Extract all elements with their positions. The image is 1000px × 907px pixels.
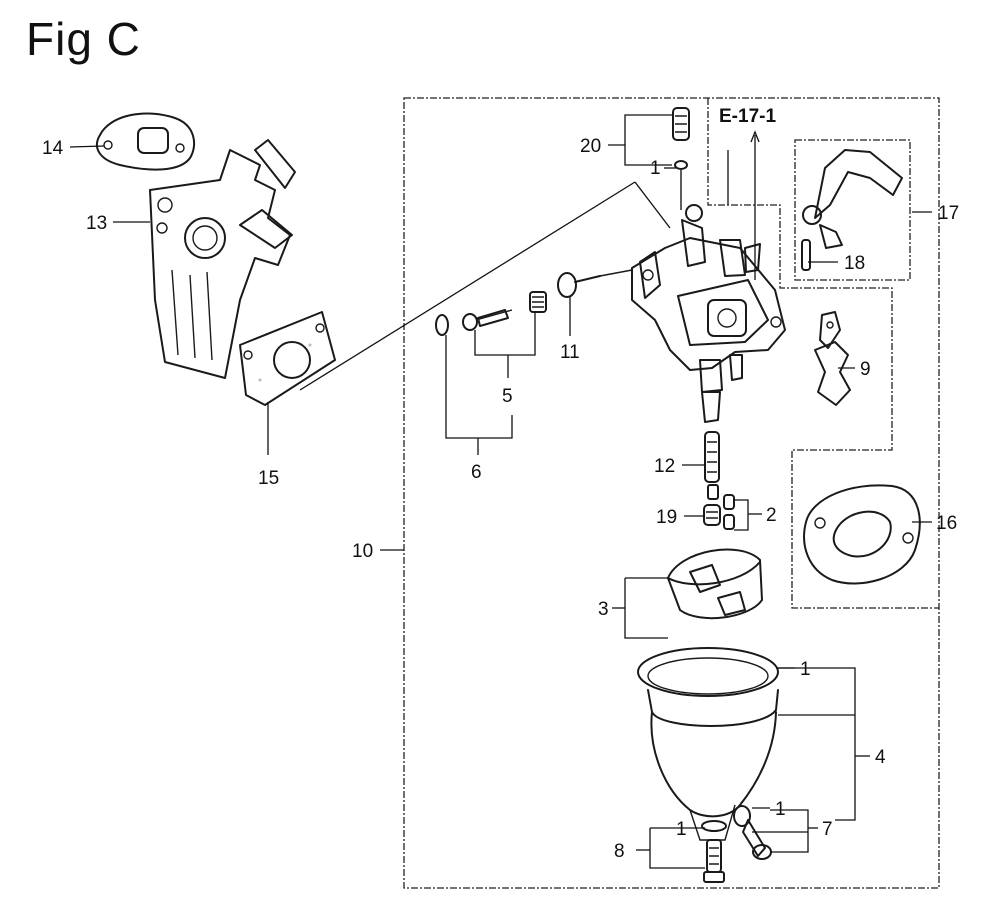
callout-14: 14 — [42, 138, 64, 159]
callout-1-bowl: 1 — [800, 659, 811, 680]
part-12-jet — [704, 431, 720, 500]
callout-16: 16 — [936, 513, 957, 534]
inset-17-box — [794, 139, 911, 281]
callout-1-top: 1 — [650, 158, 661, 179]
callout-18: 18 — [844, 253, 865, 274]
callout-2: 2 — [766, 505, 777, 526]
callout-11: 11 — [560, 342, 580, 363]
callout-1-drain: 1 — [775, 799, 786, 820]
part-19-jet — [703, 504, 721, 526]
inset-17-boundary — [707, 98, 939, 609]
part-13-bracket — [149, 139, 296, 379]
callout-13: 13 — [86, 213, 107, 234]
callout-19: 19 — [656, 507, 677, 528]
alignment-line — [299, 181, 636, 391]
callout-15: 15 — [258, 468, 279, 489]
callout-12: 12 — [654, 456, 675, 477]
callout-4: 4 — [875, 747, 886, 768]
callout-20: 20 — [580, 136, 601, 157]
carburetor-body — [631, 204, 786, 423]
part-8-screw — [701, 820, 727, 883]
part-2-jet — [723, 494, 735, 530]
part-14-gasket — [95, 112, 196, 171]
part-9-float-pin — [814, 311, 851, 406]
callout-7: 7 — [822, 819, 833, 840]
callout-3: 3 — [598, 599, 609, 620]
callout-17: 17 — [938, 203, 959, 224]
callout-8: 8 — [614, 841, 625, 862]
leader-lines — [69, 114, 932, 869]
callout-9: 9 — [860, 359, 871, 380]
part-17-choke-lever — [801, 149, 903, 271]
assembly-10-boundary — [403, 97, 940, 889]
part-4-float-bowl — [637, 647, 779, 841]
part-11-screw — [557, 269, 633, 298]
callout-10: 10 — [352, 541, 373, 562]
figure-title: Fig C — [26, 13, 141, 65]
part-15-gasket — [239, 311, 336, 406]
callout-1-screw: 1 — [676, 819, 687, 840]
callout-5: 5 — [502, 386, 513, 407]
part-5-6-screw-set — [435, 291, 547, 336]
part-16-gasket — [803, 484, 921, 585]
part-20-bolt — [672, 107, 690, 210]
callout-6: 6 — [471, 462, 482, 483]
part-3-float — [667, 548, 763, 620]
reference-label: E-17-1 — [719, 106, 776, 127]
